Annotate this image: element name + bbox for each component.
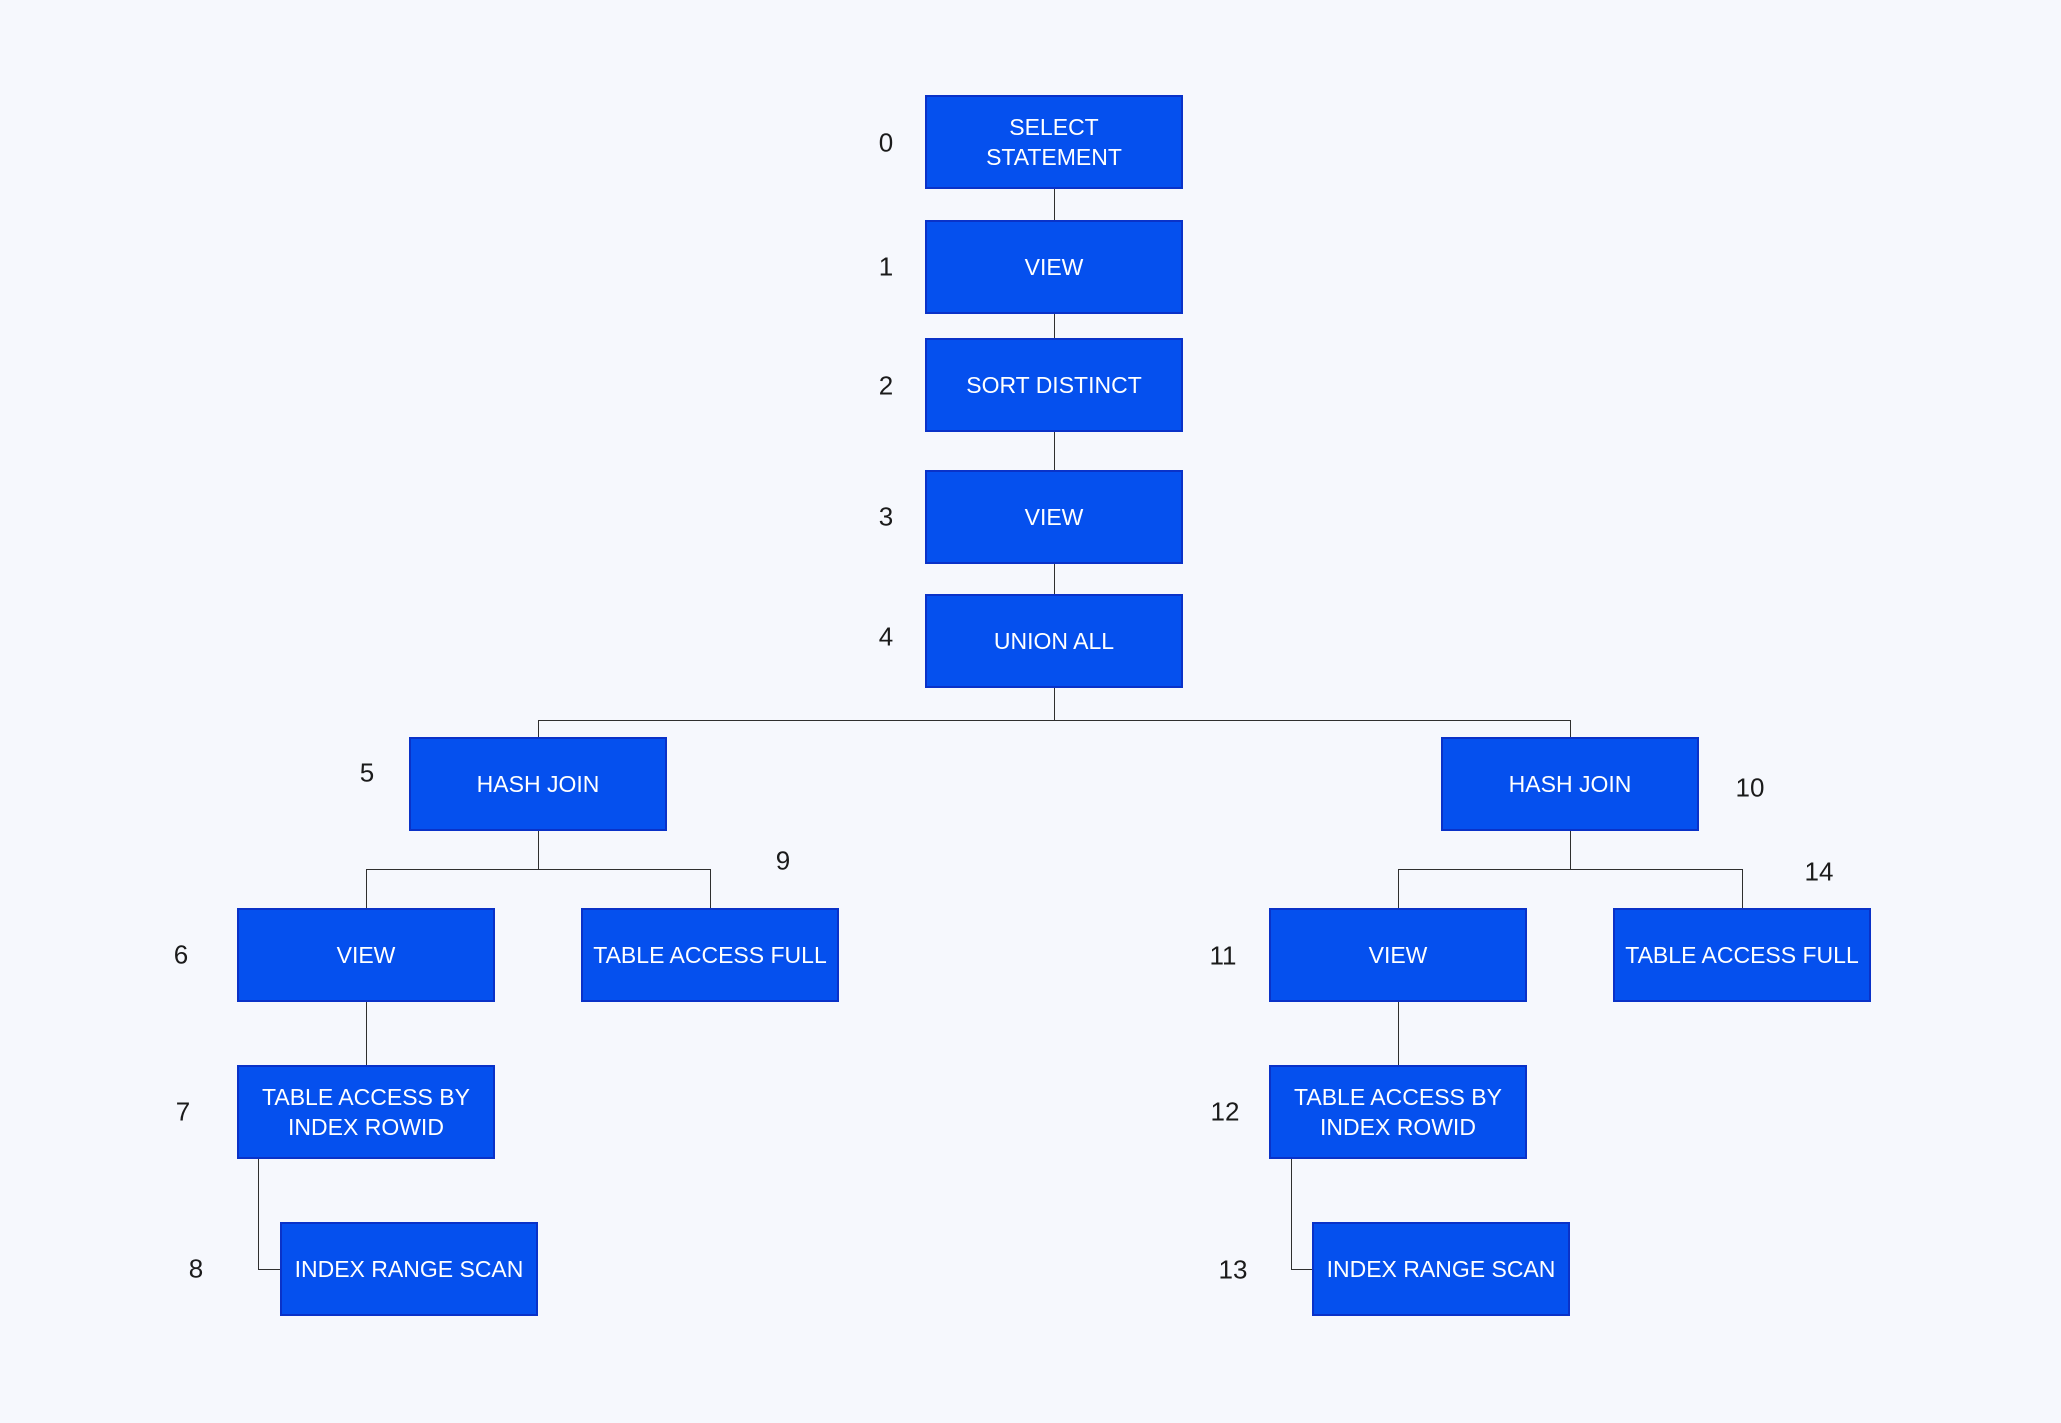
node-number-3: 3 <box>878 501 894 532</box>
connector-10-branch-riser <box>1570 831 1571 869</box>
connector-5-branch-bar <box>366 869 711 870</box>
plan-node-8-index-range-scan[interactable]: INDEX RANGE SCAN <box>280 1222 538 1316</box>
plan-node-6-view[interactable]: VIEW <box>237 908 495 1002</box>
plan-node-13-index-range-scan[interactable]: INDEX RANGE SCAN <box>1312 1222 1570 1316</box>
connector-drop-to-5 <box>538 720 539 737</box>
connector-drop-to-9 <box>710 869 711 908</box>
node-number-6: 6 <box>173 939 189 970</box>
connector-4-branch-riser <box>1054 688 1055 720</box>
node-number-12: 12 <box>1210 1096 1240 1127</box>
plan-node-7-table-access-by-index-rowid[interactable]: TABLE ACCESS BY INDEX ROWID <box>237 1065 495 1159</box>
connector-5-branch-riser <box>538 831 539 869</box>
connector-drop-to-11 <box>1398 869 1399 908</box>
plan-node-1-view[interactable]: VIEW <box>925 220 1183 314</box>
node-number-9: 9 <box>775 845 791 876</box>
node-number-1: 1 <box>878 251 894 282</box>
connector-11-12 <box>1398 1002 1399 1065</box>
connector-drop-to-10 <box>1570 720 1571 737</box>
plan-node-12-table-access-by-index-rowid[interactable]: TABLE ACCESS BY INDEX ROWID <box>1269 1065 1527 1159</box>
connector-2-3 <box>1054 432 1055 470</box>
node-number-13: 13 <box>1218 1254 1248 1285</box>
connector-0-1 <box>1054 189 1055 220</box>
node-number-7: 7 <box>175 1096 191 1127</box>
connector-drop-to-6 <box>366 869 367 908</box>
node-number-14: 14 <box>1804 856 1834 887</box>
node-number-5: 5 <box>359 757 375 788</box>
connector-12-13-elbow <box>1291 1269 1312 1270</box>
node-number-10: 10 <box>1735 772 1765 803</box>
plan-node-5-hash-join[interactable]: HASH JOIN <box>409 737 667 831</box>
plan-node-9-table-access-full[interactable]: TABLE ACCESS FULL <box>581 908 839 1002</box>
node-number-0: 0 <box>878 127 894 158</box>
node-number-4: 4 <box>878 621 894 652</box>
plan-node-4-union-all[interactable]: UNION ALL <box>925 594 1183 688</box>
connector-4-branch-bar <box>538 720 1571 721</box>
connector-1-2 <box>1054 314 1055 338</box>
connector-3-4 <box>1054 564 1055 594</box>
connector-12-13-vertical <box>1291 1159 1292 1269</box>
connector-6-7 <box>366 1002 367 1065</box>
plan-node-11-view[interactable]: VIEW <box>1269 908 1527 1002</box>
node-number-11: 11 <box>1209 940 1237 971</box>
connector-10-branch-bar <box>1398 869 1743 870</box>
plan-node-2-sort-distinct[interactable]: SORT DISTINCT <box>925 338 1183 432</box>
node-number-8: 8 <box>188 1253 204 1284</box>
plan-node-0-select-statement[interactable]: SELECT STATEMENT <box>925 95 1183 189</box>
plan-node-14-table-access-full[interactable]: TABLE ACCESS FULL <box>1613 908 1871 1002</box>
connector-7-8-vertical <box>258 1159 259 1269</box>
connector-drop-to-14 <box>1742 869 1743 908</box>
plan-node-3-view[interactable]: VIEW <box>925 470 1183 564</box>
connector-7-8-elbow <box>258 1269 280 1270</box>
plan-node-10-hash-join[interactable]: HASH JOIN <box>1441 737 1699 831</box>
node-number-2: 2 <box>878 370 894 401</box>
